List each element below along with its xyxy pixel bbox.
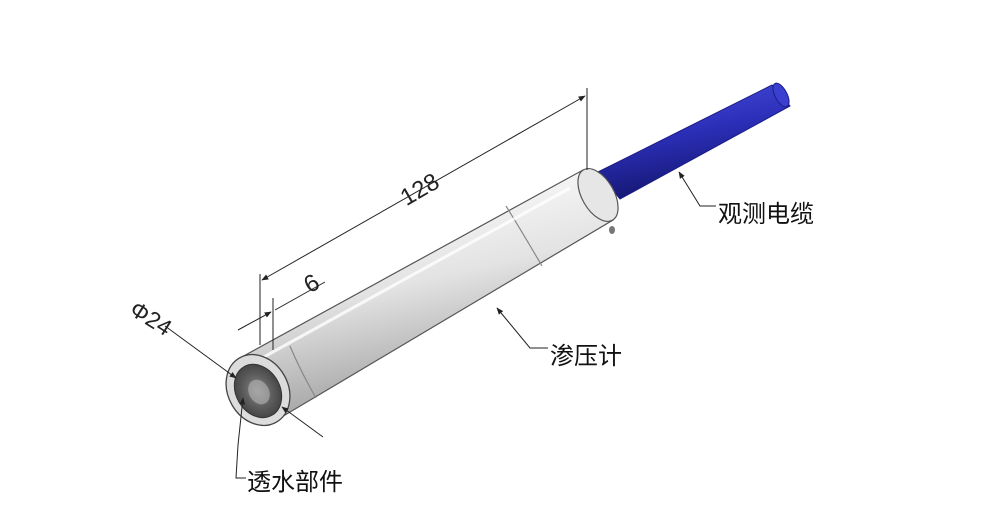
dimension-diameter-label: Φ24 (126, 296, 177, 341)
label-body: 渗压计 (550, 342, 622, 370)
label-filter: 透水部件 (247, 468, 343, 496)
leader-cable: 观测电缆 (678, 171, 814, 228)
leader-body: 渗压计 (496, 307, 622, 370)
dimension-length-label: 128 (396, 168, 444, 211)
leader-filter: 透水部件 (235, 397, 343, 496)
cable (597, 82, 791, 200)
piezometer-body (239, 168, 619, 419)
label-cable: 观测电缆 (718, 200, 814, 228)
